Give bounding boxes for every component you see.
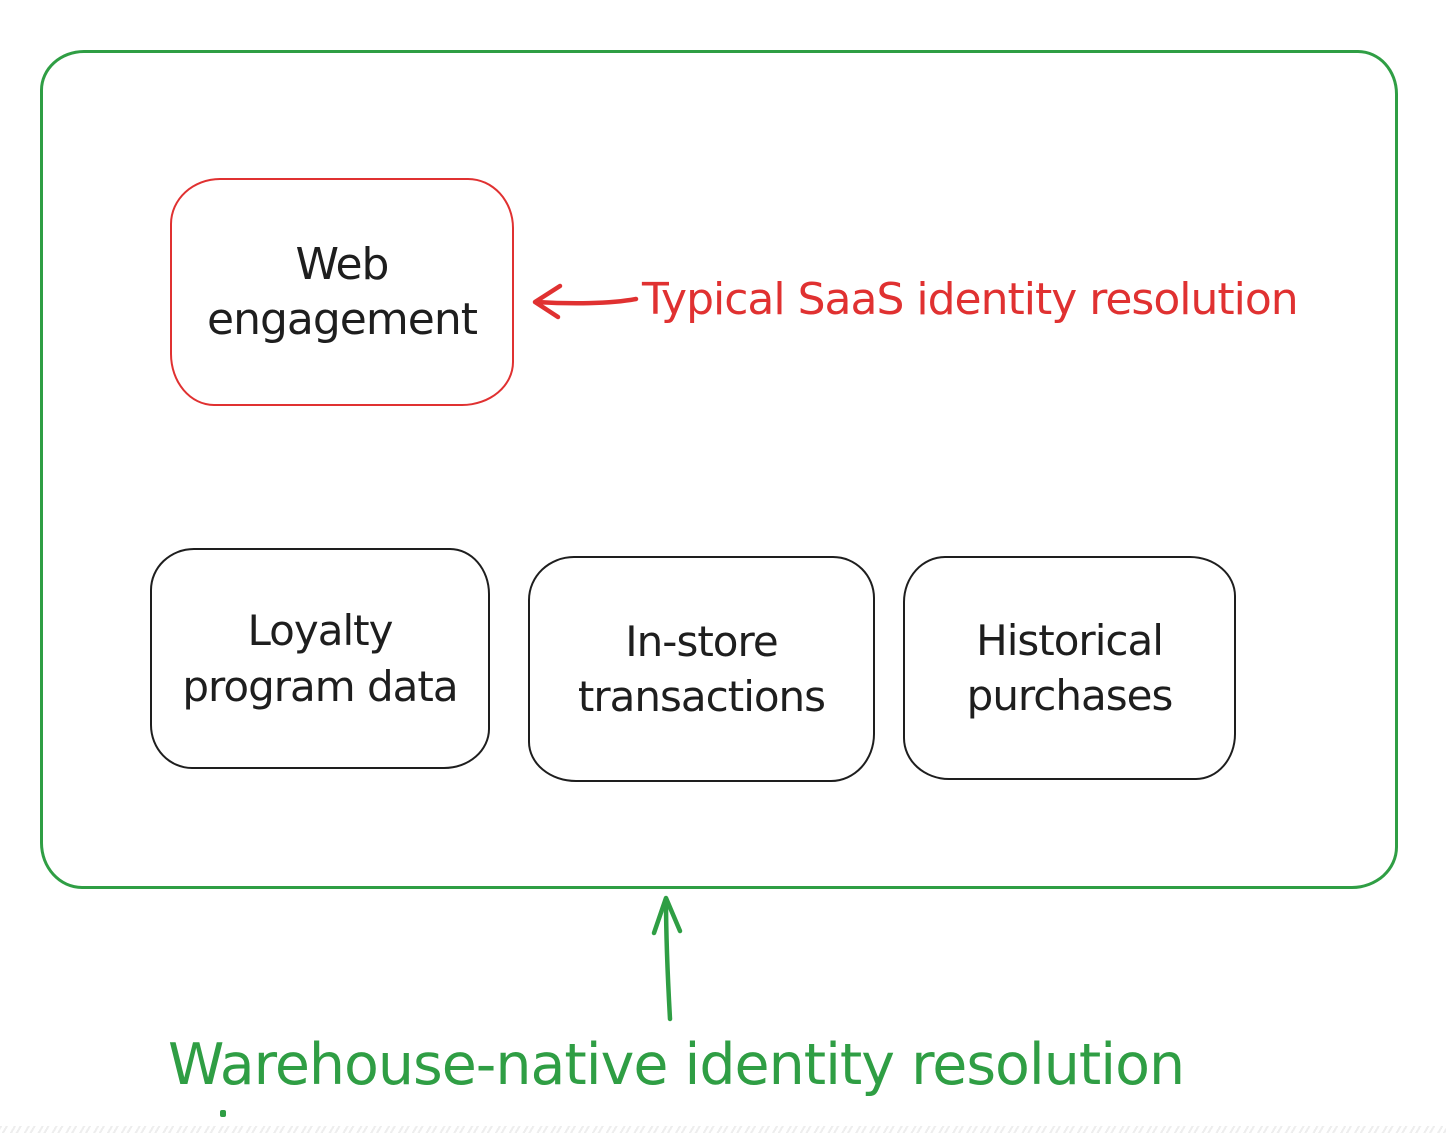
bottom-dotted-texture [0,1126,1446,1133]
instore-label-line2: transactions [577,672,826,721]
up-arrow-icon [651,895,683,1022]
web-engagement-label-line1: Web [295,239,390,290]
left-arrow-icon [532,283,639,320]
historical-purchases-box: Historical purchases [903,556,1236,780]
stray-pen-dot [220,1110,226,1117]
warehouse-boundary-box [40,50,1398,889]
web-engagement-label-line2: engagement [207,294,478,345]
in-store-transactions-box: In-store transactions [528,556,875,782]
loyalty-label-line2: program data [182,661,458,711]
web-engagement-box: Web engagement [170,178,514,406]
loyalty-label-line1: Loyalty [247,606,394,656]
historical-label-line2: purchases [966,671,1174,720]
saas-identity-annotation: Typical SaaS identity resolution [642,274,1299,325]
warehouse-identity-annotation: Warehouse-native identity resolution [168,1032,1185,1098]
instore-label-line1: In-store [625,616,778,666]
historical-label-line1: Historical [976,615,1164,665]
loyalty-program-data-box: Loyalty program data [150,548,490,769]
